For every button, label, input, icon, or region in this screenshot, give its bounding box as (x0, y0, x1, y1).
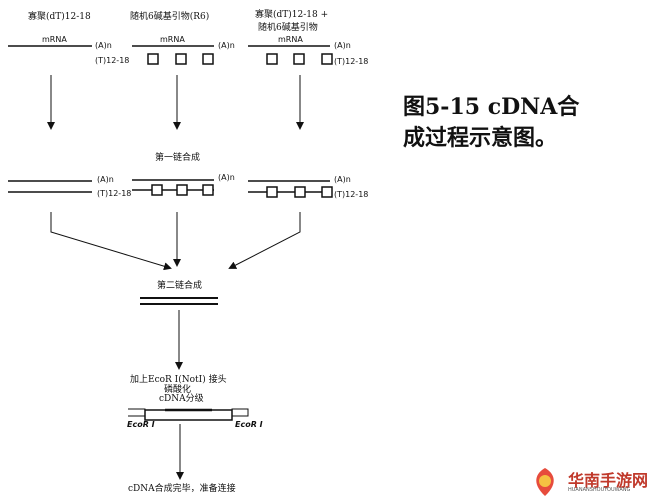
svg-text:mRNA: mRNA (278, 35, 303, 44)
watermark-subtext: HUANANSHOUYOUWANG (568, 487, 631, 493)
duplex-col-3: (A)n (T)12-18 (248, 175, 368, 199)
step3-line3: cDNA分级 (159, 392, 204, 404)
primer-label-1: 寡聚(dT)12-18 (28, 10, 91, 22)
svg-text:(A)n: (A)n (95, 41, 112, 50)
arrow (50, 212, 172, 271)
primer-label-3b: 随机6碱基引物 (258, 21, 318, 33)
watermark-logo-icon (536, 468, 554, 496)
step3-line1: 加上EcoR I(NotI) 接头 (130, 373, 227, 385)
watermark-text: 华南手游网 (568, 471, 649, 490)
svg-text:mRNA: mRNA (42, 35, 67, 44)
duplex-col-1: (A)n (T)12-18 (8, 175, 131, 198)
svg-text:(T)12-18: (T)12-18 (97, 189, 131, 198)
watermark: 华南手游网 HUANANSHOUYOUWANG (528, 465, 667, 500)
first-strand-label: 第一链合成 (155, 151, 200, 163)
primer-label-3: 寡聚(dT)12-18 + (255, 8, 328, 20)
svg-text:(T)12-18: (T)12-18 (95, 56, 129, 65)
svg-text:(T)12-18: (T)12-18 (334, 57, 368, 66)
svg-text:(A)n: (A)n (97, 175, 114, 184)
svg-text:EcoR I: EcoR I (235, 420, 263, 429)
mrna-col-3: mRNA (A)n (T)12-18 (248, 35, 368, 66)
figure-caption: 图5-15 cDNA合成过程示意图。 (403, 94, 580, 151)
svg-text:EcoR I: EcoR I (127, 420, 155, 429)
duplex-col-2: (A)n (132, 173, 235, 196)
linker-cdna: EcoR I EcoR I (127, 408, 263, 429)
mrna-col-2: mRNA (A)n (132, 35, 235, 65)
mrna-col-1: mRNA (A)n (T)12-18 (8, 35, 129, 65)
arrow (228, 212, 301, 269)
svg-text:(A)n: (A)n (218, 41, 235, 50)
final-label: cDNA合成完毕，准备连接 (128, 482, 236, 494)
svg-text:mRNA: mRNA (160, 35, 185, 44)
svg-text:(A)n: (A)n (334, 175, 351, 184)
step3-line2: 磷酸化 (164, 383, 191, 395)
svg-text:(A)n: (A)n (334, 41, 351, 50)
svg-text:(A)n: (A)n (218, 173, 235, 182)
svg-text:(T)12-18: (T)12-18 (334, 190, 368, 199)
second-strand-label: 第二链合成 (157, 279, 202, 291)
primer-label-2: 随机6碱基引物(R6) (130, 10, 209, 22)
